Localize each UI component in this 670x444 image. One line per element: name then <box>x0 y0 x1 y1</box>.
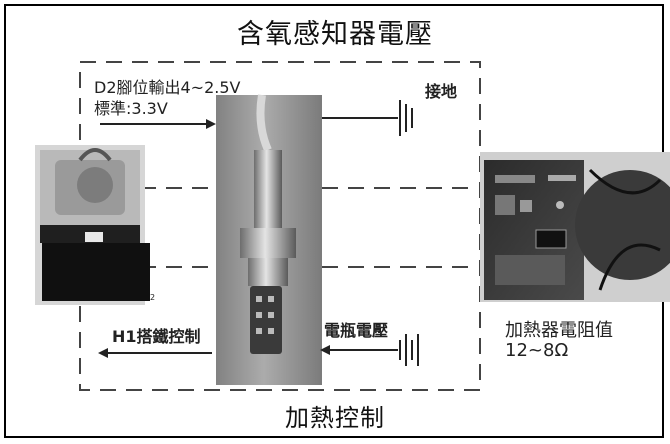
heater-resistance-label: 加熱器電阻值 <box>505 320 613 341</box>
d2-standard-label: 標準:3.3V <box>94 99 168 118</box>
oxygen-sensor-photo <box>216 94 322 385</box>
ground-symbol <box>322 100 413 136</box>
d2-output-label: D2腳位輸出4~2.5V <box>94 78 241 97</box>
diagram-title: 含氧感知器電壓 <box>237 19 433 50</box>
h1-arrow <box>98 348 212 358</box>
ground-label: 接地 <box>425 82 458 101</box>
d2-arrow <box>100 119 216 129</box>
heating-control-title: 加熱控制 <box>285 404 385 432</box>
h1-ground-control-label: H1搭鐵控制 <box>112 327 201 346</box>
battery-voltage-label: 電瓶電壓 <box>324 321 389 340</box>
heater-resistance-value: 12~8Ω <box>505 340 569 361</box>
battery-symbol <box>399 334 419 366</box>
throttle-caption: 2 <box>150 293 155 302</box>
battery-arrow <box>320 345 398 355</box>
throttle-body-photo <box>35 145 150 305</box>
tester-photo <box>480 152 670 302</box>
